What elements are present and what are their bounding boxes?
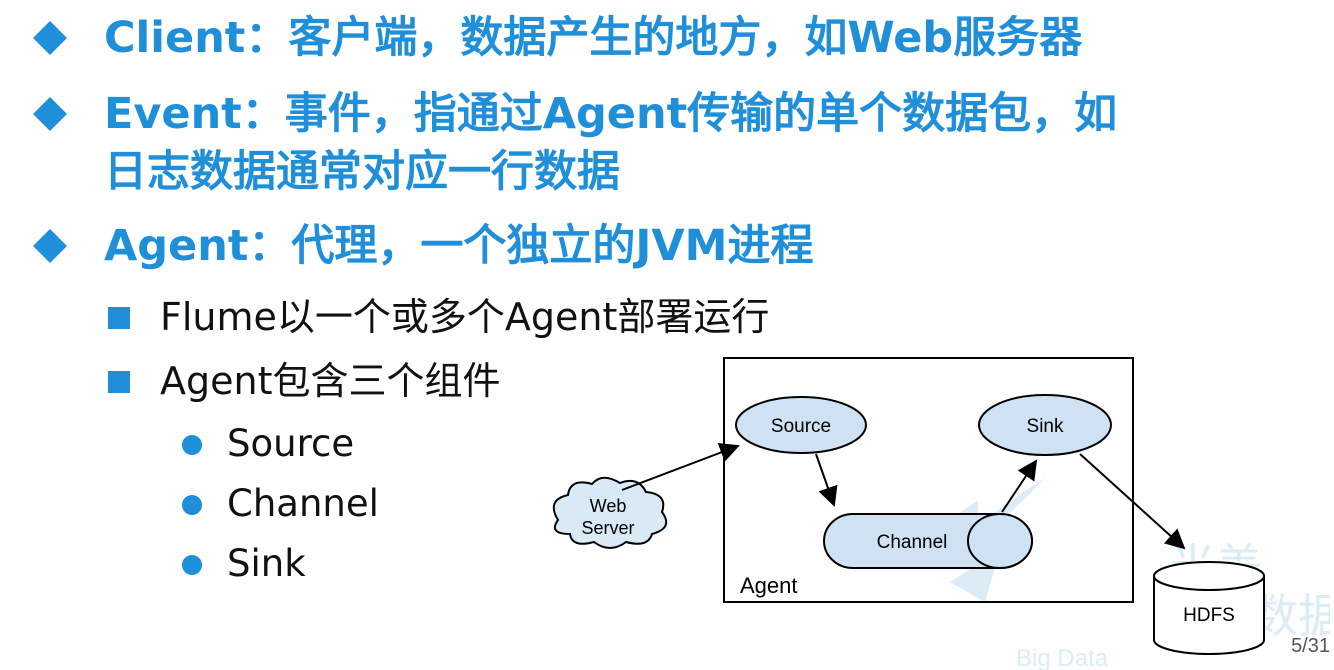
- bullet-client-text: Client：客户端，数据产生的地方，如Web服务器: [104, 13, 1083, 63]
- arrow-channel-to-sink: [1001, 459, 1038, 513]
- dot-bullet-icon: [182, 495, 202, 515]
- sink-label: Sink: [1027, 416, 1064, 437]
- watermark-en: Big Data: [1016, 645, 1109, 670]
- component-label: Source: [227, 422, 355, 465]
- square-bullet-icon: [108, 307, 130, 329]
- watermark: 光美 数据 Big Data: [918, 478, 1330, 670]
- hdfs-label: HDFS: [1183, 605, 1235, 626]
- square-bullet-icon: [108, 371, 130, 393]
- source-node: [735, 396, 867, 454]
- bullet-event-text-line1: Event：事件，指通过Agent传输的单个数据包，如: [104, 89, 1118, 139]
- agent-label: Agent: [740, 573, 798, 598]
- flume-architecture-diagram: 光美 数据 Big Data Agent Web Server Source S…: [552, 357, 1330, 670]
- hdfs-node: [1153, 561, 1265, 655]
- component-label: Channel: [227, 482, 379, 525]
- channel-label: Channel: [877, 532, 948, 553]
- bullet-agent-text: Agent：代理，一个独立的JVM进程: [104, 221, 814, 271]
- arrow-source-to-channel: [815, 453, 838, 507]
- arrow-webserver-to-source: [621, 443, 740, 491]
- dot-bullet-icon: [182, 435, 202, 455]
- dot-bullet-icon: [182, 555, 202, 575]
- sink-node: [978, 394, 1112, 456]
- component-label: Sink: [227, 542, 306, 585]
- bullet-event-text-line2: 日志数据通常对应一行数据: [104, 147, 620, 197]
- source-label: Source: [771, 416, 831, 437]
- channel-node: [823, 513, 1033, 569]
- sub-bullet-components-text: Agent包含三个组件: [160, 359, 501, 403]
- diamond-bullet-icon: [33, 97, 67, 131]
- diamond-bullet-icon: [33, 21, 67, 55]
- arrow-sink-to-hdfs: [1079, 453, 1186, 550]
- web-server-label-line2: Server: [581, 518, 634, 538]
- web-server-cloud: [552, 476, 668, 549]
- diamond-bullet-icon: [33, 229, 67, 263]
- agent-box: [723, 357, 1134, 603]
- sub-bullet-flume-text: Flume以一个或多个Agent部署运行: [160, 295, 770, 339]
- web-server-label-line1: Web: [590, 496, 627, 516]
- page-number: 5/31: [1291, 635, 1330, 657]
